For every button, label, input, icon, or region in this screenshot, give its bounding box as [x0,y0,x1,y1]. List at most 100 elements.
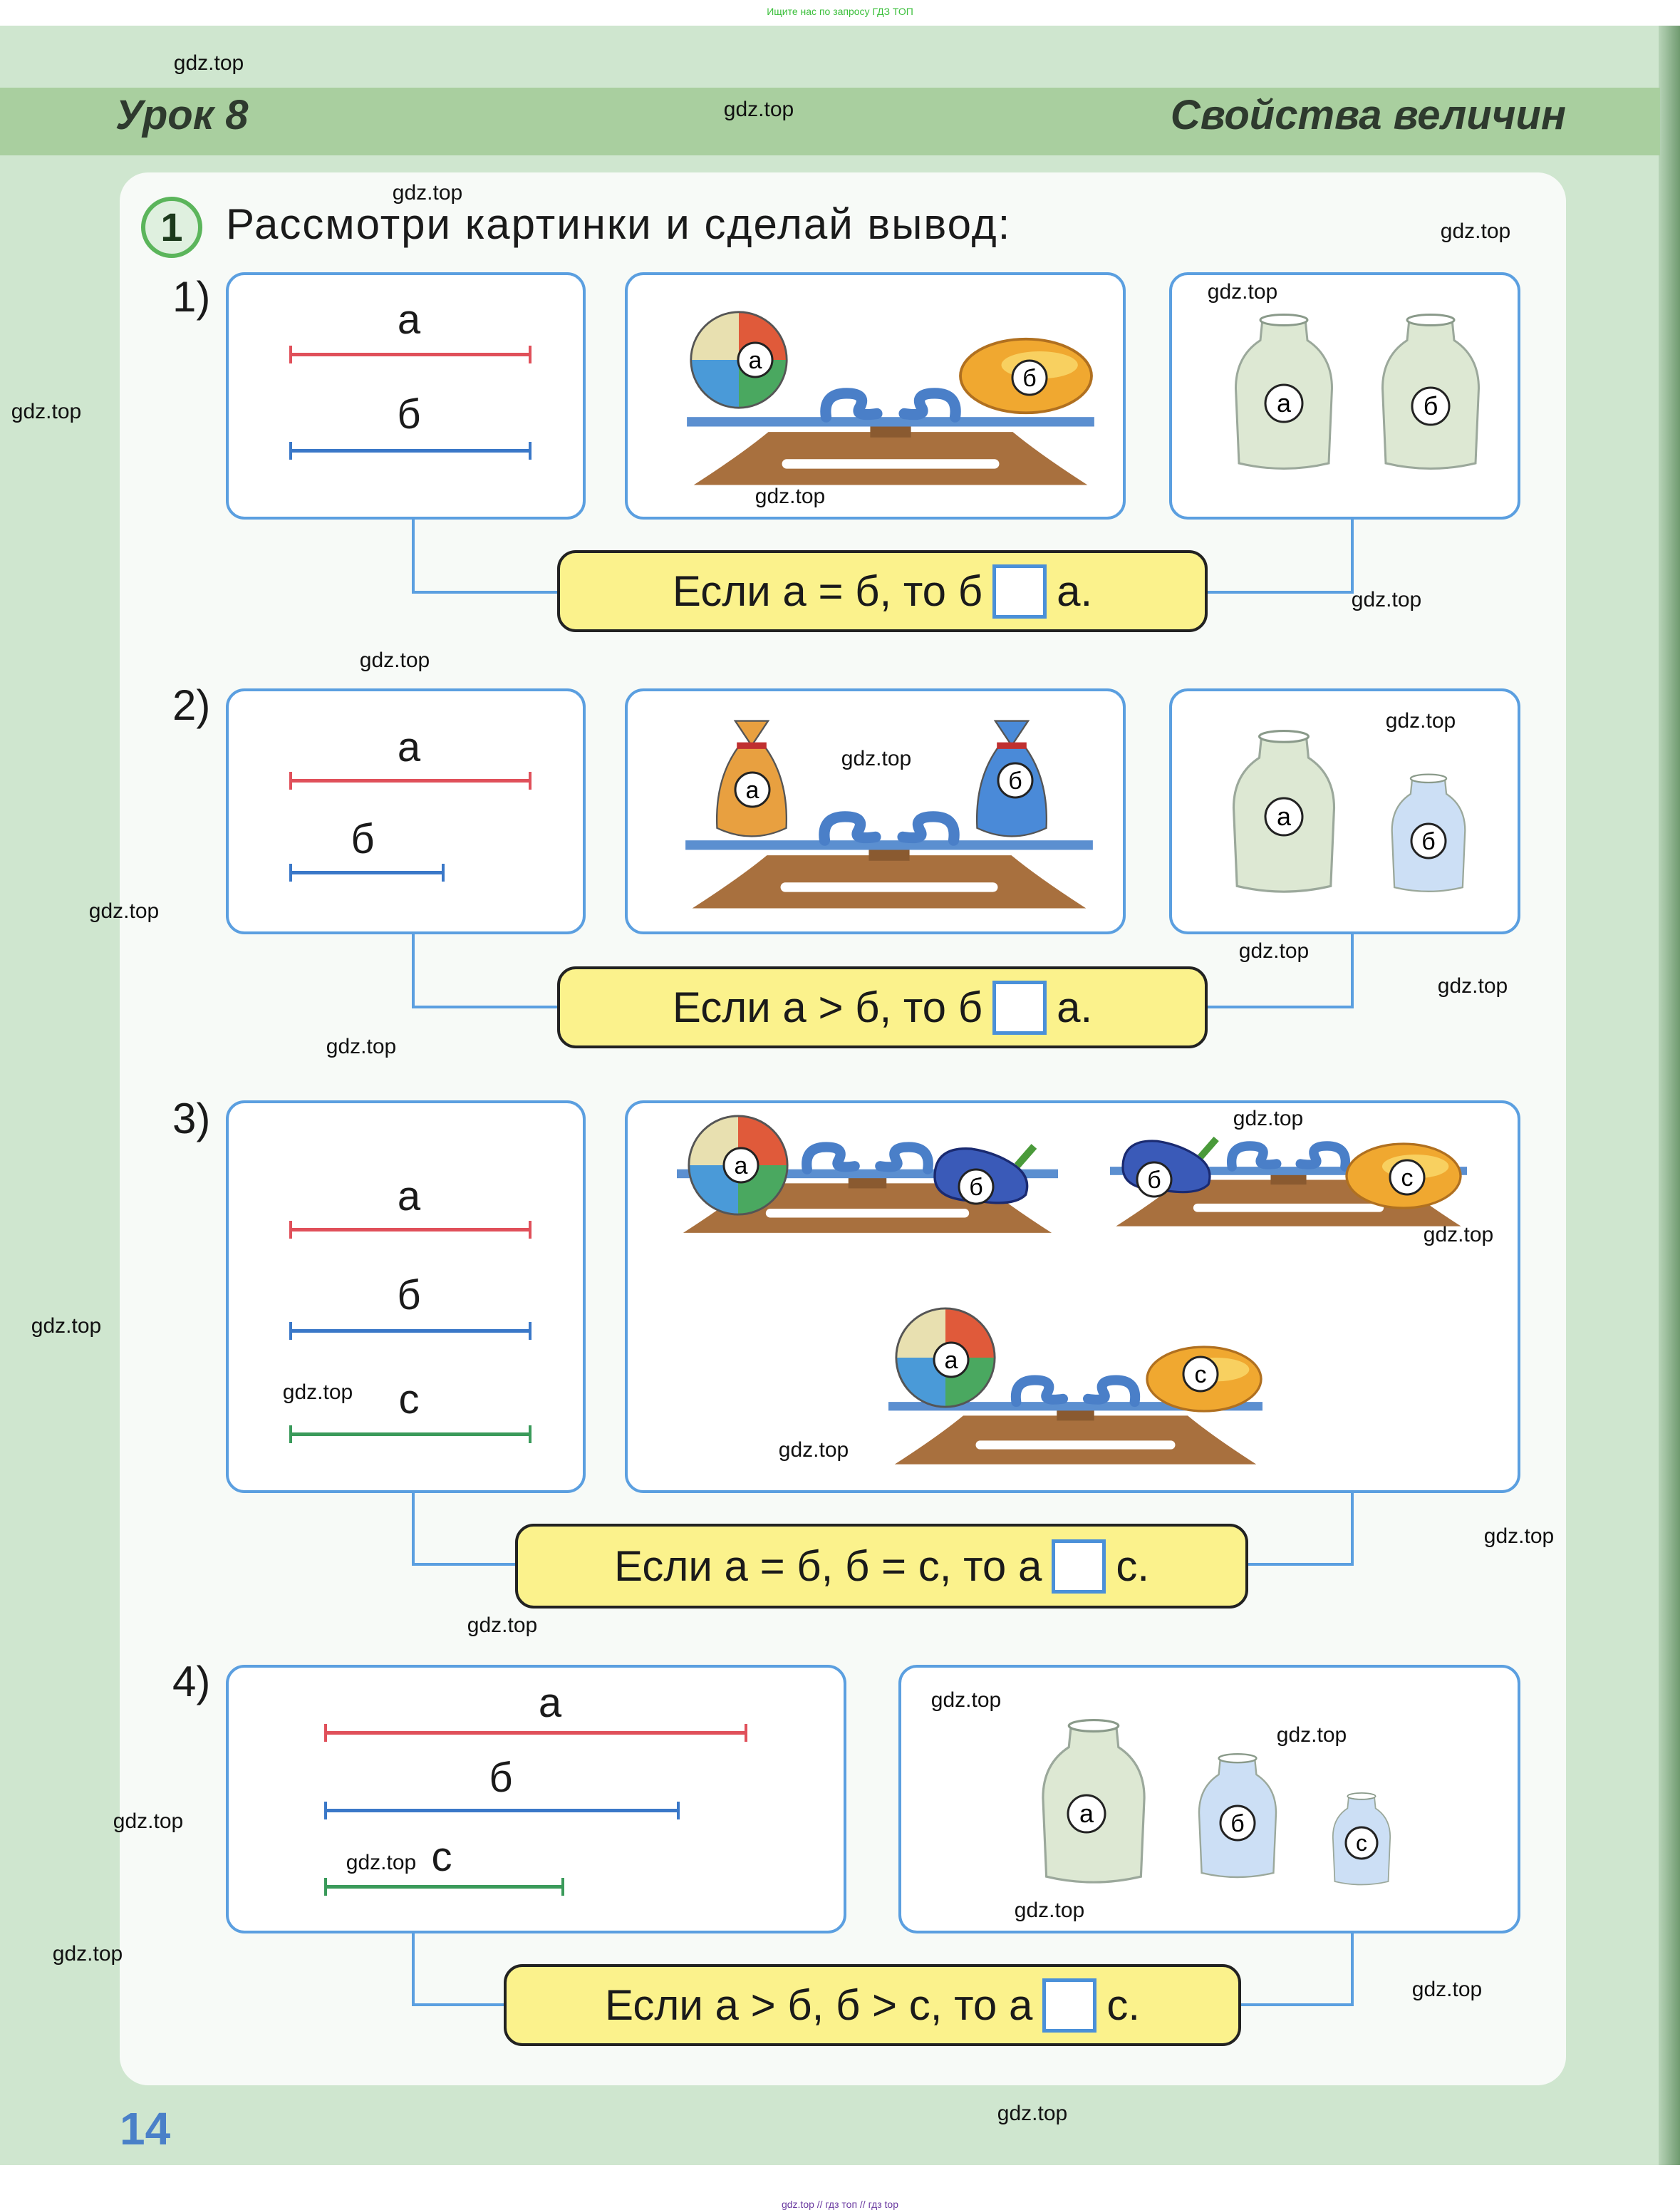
watermark: gdz.top [346,1851,417,1874]
segment-label-b: б [397,1272,421,1318]
segment-label-a: а [397,1173,421,1219]
conclusion-text: Если а > б, б > с, то а [605,1981,1033,2029]
segment-a [324,1724,747,1742]
segments-box [226,1665,846,1933]
object-label: а [1264,797,1304,837]
segment-label-a: а [538,1680,562,1726]
svg-text:б: б [1008,768,1022,795]
svg-text:а: а [945,1347,958,1374]
segment-label-b: б [397,391,421,438]
segment-b [289,442,532,460]
watermark: gdz.top [392,181,463,205]
watermark: gdz.top [467,1613,538,1637]
segment-b [324,1802,680,1819]
svg-text:с: с [1401,1165,1414,1192]
conclusion-end: а. [1057,983,1093,1031]
answer-blank[interactable] [1052,1539,1106,1594]
row-number: 3) [172,1095,211,1142]
connector [412,520,561,594]
svg-text:б: б [1424,391,1438,420]
segment-a [289,1221,532,1239]
svg-text:б: б [1230,1810,1244,1837]
watermark: gdz.top [930,1688,1002,1712]
conclusion-end: с. [1106,1981,1140,2029]
connector [1204,520,1354,594]
answer-blank[interactable] [992,980,1047,1035]
watermark: gdz.top [326,1035,397,1058]
segment-c [324,1878,564,1896]
lesson-title: Урок 8 [115,92,249,138]
segment-b [289,1322,532,1340]
svg-text:а: а [1079,1799,1094,1828]
object-label: а [722,1147,759,1184]
watermark: gdz.top [173,51,244,75]
svg-text:с: с [1356,1830,1367,1856]
watermark: gdz.top [1276,1723,1347,1747]
page-spine [1659,26,1680,2165]
segments-box [226,688,586,934]
segment-label-c: с [431,1834,452,1880]
object-label: б [1411,386,1451,426]
object-label: б [1136,1161,1173,1198]
watermark: gdz.top [1437,974,1508,998]
watermark: gdz.top [778,1438,849,1462]
segment-a [289,346,532,363]
segments-box [226,1100,586,1493]
watermark: gdz.top [31,1314,102,1338]
connector [1243,1493,1354,1566]
object-label: а [734,771,771,808]
object-label: с [1182,1356,1219,1393]
segment-label-a: а [397,724,421,770]
conclusion-box: Если а > б, б > с, то а с. [504,1964,1241,2046]
watermark: gdz.top [1411,1978,1483,2001]
watermark: gdz.top [1014,1899,1085,1922]
page-number: 14 [120,2103,171,2154]
conclusion-text: Если а = б, б = с, то а [614,1542,1042,1590]
watermark: gdz.top [52,1942,123,1966]
row-number: 2) [172,681,211,729]
conclusion-end: с. [1116,1542,1149,1590]
conclusion-end: а. [1057,567,1093,615]
object-label: с [1389,1159,1426,1196]
segment-label-b: б [489,1755,513,1801]
watermark: gdz.top [1351,588,1422,611]
svg-text:б: б [1421,828,1435,855]
object-label: б [958,1168,995,1205]
connector [1204,934,1354,1008]
object-label: с [1344,1826,1379,1860]
connector [412,1933,512,2006]
answer-blank[interactable] [992,564,1047,619]
object-label: б [1011,359,1048,396]
watermark: gdz.top [1238,939,1310,963]
row-number: 4) [172,1658,211,1705]
connector [412,1493,519,1566]
conclusion-box: Если а = б, б = с, то а с. [515,1524,1248,1609]
watermark: gdz.top [1423,1223,1494,1246]
watermark: gdz.top [11,400,82,423]
svg-text:а: а [735,1152,748,1179]
svg-text:а: а [746,777,759,804]
object-label: а [1264,383,1304,423]
segment-label-a: а [397,296,421,343]
task-title: Рассмотри картинки и сделай вывод: [226,200,1012,248]
answer-blank[interactable] [1042,1978,1097,2033]
watermark: gdz.top [1483,1524,1555,1548]
header-band [0,88,1660,155]
svg-text:а: а [1277,802,1292,831]
object-label: а [933,1341,970,1378]
object-label: б [1410,822,1447,859]
task-number: 1 [141,197,202,258]
svg-text:б: б [1147,1167,1161,1194]
object-label: б [997,762,1034,799]
segment-b [289,864,445,882]
top-note: Ищите нас по запросу ГДЗ ТОП [767,6,913,17]
row-number: 1) [172,273,211,321]
svg-text:а: а [749,347,762,374]
object-label: б [1219,1804,1256,1842]
bottom-note: gdz.top // гдз топ // гдз top [781,2199,899,2210]
watermark: gdz.top [1385,709,1456,733]
watermark: gdz.top [723,98,794,121]
object-label: а [737,341,774,378]
segment-label-b: б [351,816,375,862]
